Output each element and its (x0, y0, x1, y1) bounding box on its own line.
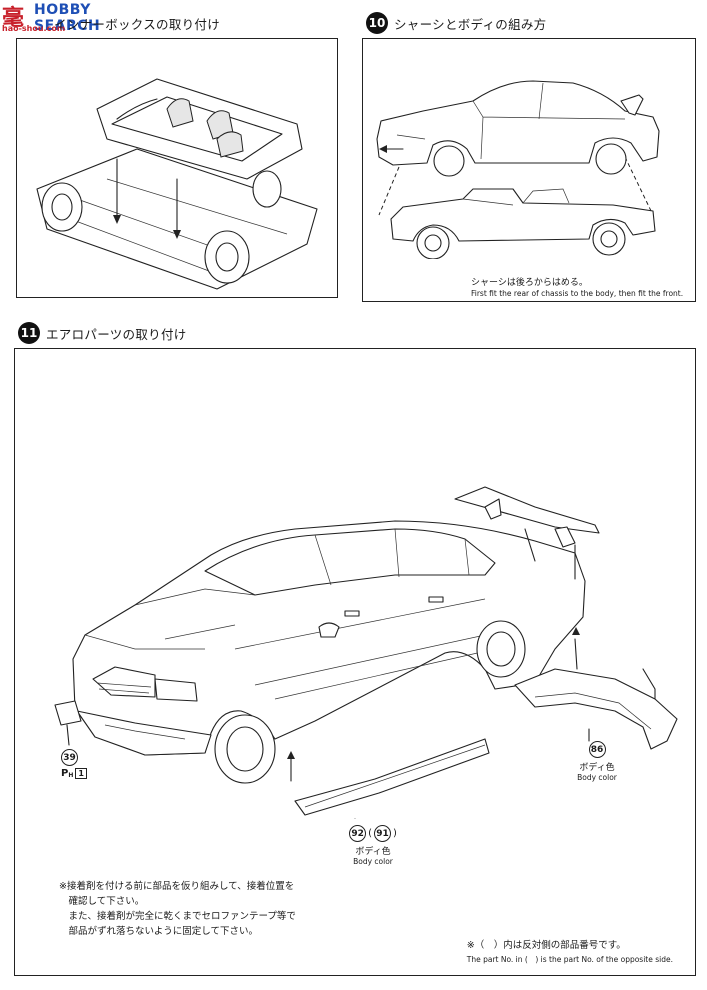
part-39-runner-box: 1 (75, 768, 87, 779)
note-line-3: また、接着剤が完全に乾くまでセロファンテープ等で (59, 911, 296, 922)
part-92-numbers: 92 ( 91 ) (345, 825, 401, 842)
part-number-86: 86 (588, 741, 606, 758)
footnote-en: The part No. in ( ) is the part No. of t… (466, 955, 673, 964)
step9-title: インナーボックスの取り付け (54, 17, 221, 32)
watermark: 毫 HOBBY SEARCH hao-shou.com (2, 2, 162, 36)
step10-caption-en: First fit the rear of chassis to the bod… (471, 289, 684, 298)
part-86-callout: 86 ボディ色 Body color (569, 741, 625, 782)
part-39-runner-index: H (68, 772, 74, 779)
watermark-logo: 毫 (2, 6, 25, 31)
step10-badge: 10 (366, 12, 388, 34)
part-number-39: 39 (61, 749, 78, 766)
step11-title: エアロパーツの取り付け (46, 327, 187, 342)
part-number-91: 91 (374, 825, 391, 842)
watermark-site-text: HOBBY SEARCH (34, 2, 101, 34)
step11-badge: 11 (18, 322, 40, 344)
note-line-4: 部品がずれ落ちないように固定して下さい。 (59, 926, 259, 937)
part-92-color-en: Body color (353, 857, 393, 866)
step10-title: シャーシとボディの組み方 (394, 17, 547, 32)
part-39-callout: 39 P H 1 (61, 749, 87, 779)
watermark-url: hao-shou.com (2, 24, 66, 33)
inner-box-illustration (36, 78, 318, 290)
part-39-runner-letter: P (61, 768, 69, 779)
paren-open: ( (368, 828, 372, 839)
step11-panel: 39 P H 1 86 ボディ色 Body color 92 ( 91 ) ボデ… (14, 348, 696, 976)
opposite-side-footnote: ※（ ）内は反対側の部品番号です。 The part No. in ( ) is… (467, 937, 673, 965)
step9-panel (16, 38, 338, 298)
step10-panel: シャーシは後ろからはめる。 First fit the rear of chas… (362, 38, 696, 302)
chassis-body-illustration (376, 80, 660, 259)
assembly-notes: ※接着剤を付ける前に部品を仮り組みして、接着位置を 確認して下さい。 また、接着… (59, 879, 296, 939)
part-86-color-jp: ボディ色 (579, 763, 615, 773)
part-92-color-jp: ボディ色 (355, 847, 391, 857)
part-92-callout: 92 ( 91 ) ボディ色 Body color (345, 825, 401, 866)
part-number-92: 92 (349, 825, 367, 842)
step10-caption-jp: シャーシは後ろからはめる。 (471, 278, 588, 288)
paren-close: ) (393, 828, 397, 839)
part-39-runner: P H 1 (61, 768, 87, 779)
part-86-color-en: Body color (577, 773, 617, 782)
footnote-jp: ※（ ）内は反対側の部品番号です。 (466, 940, 626, 951)
aero-parts-illustration (54, 486, 678, 819)
note-line-1: ※接着剤を付ける前に部品を仮り組みして、接着位置を (59, 881, 295, 892)
note-line-2: 確認して下さい。 (59, 896, 145, 907)
